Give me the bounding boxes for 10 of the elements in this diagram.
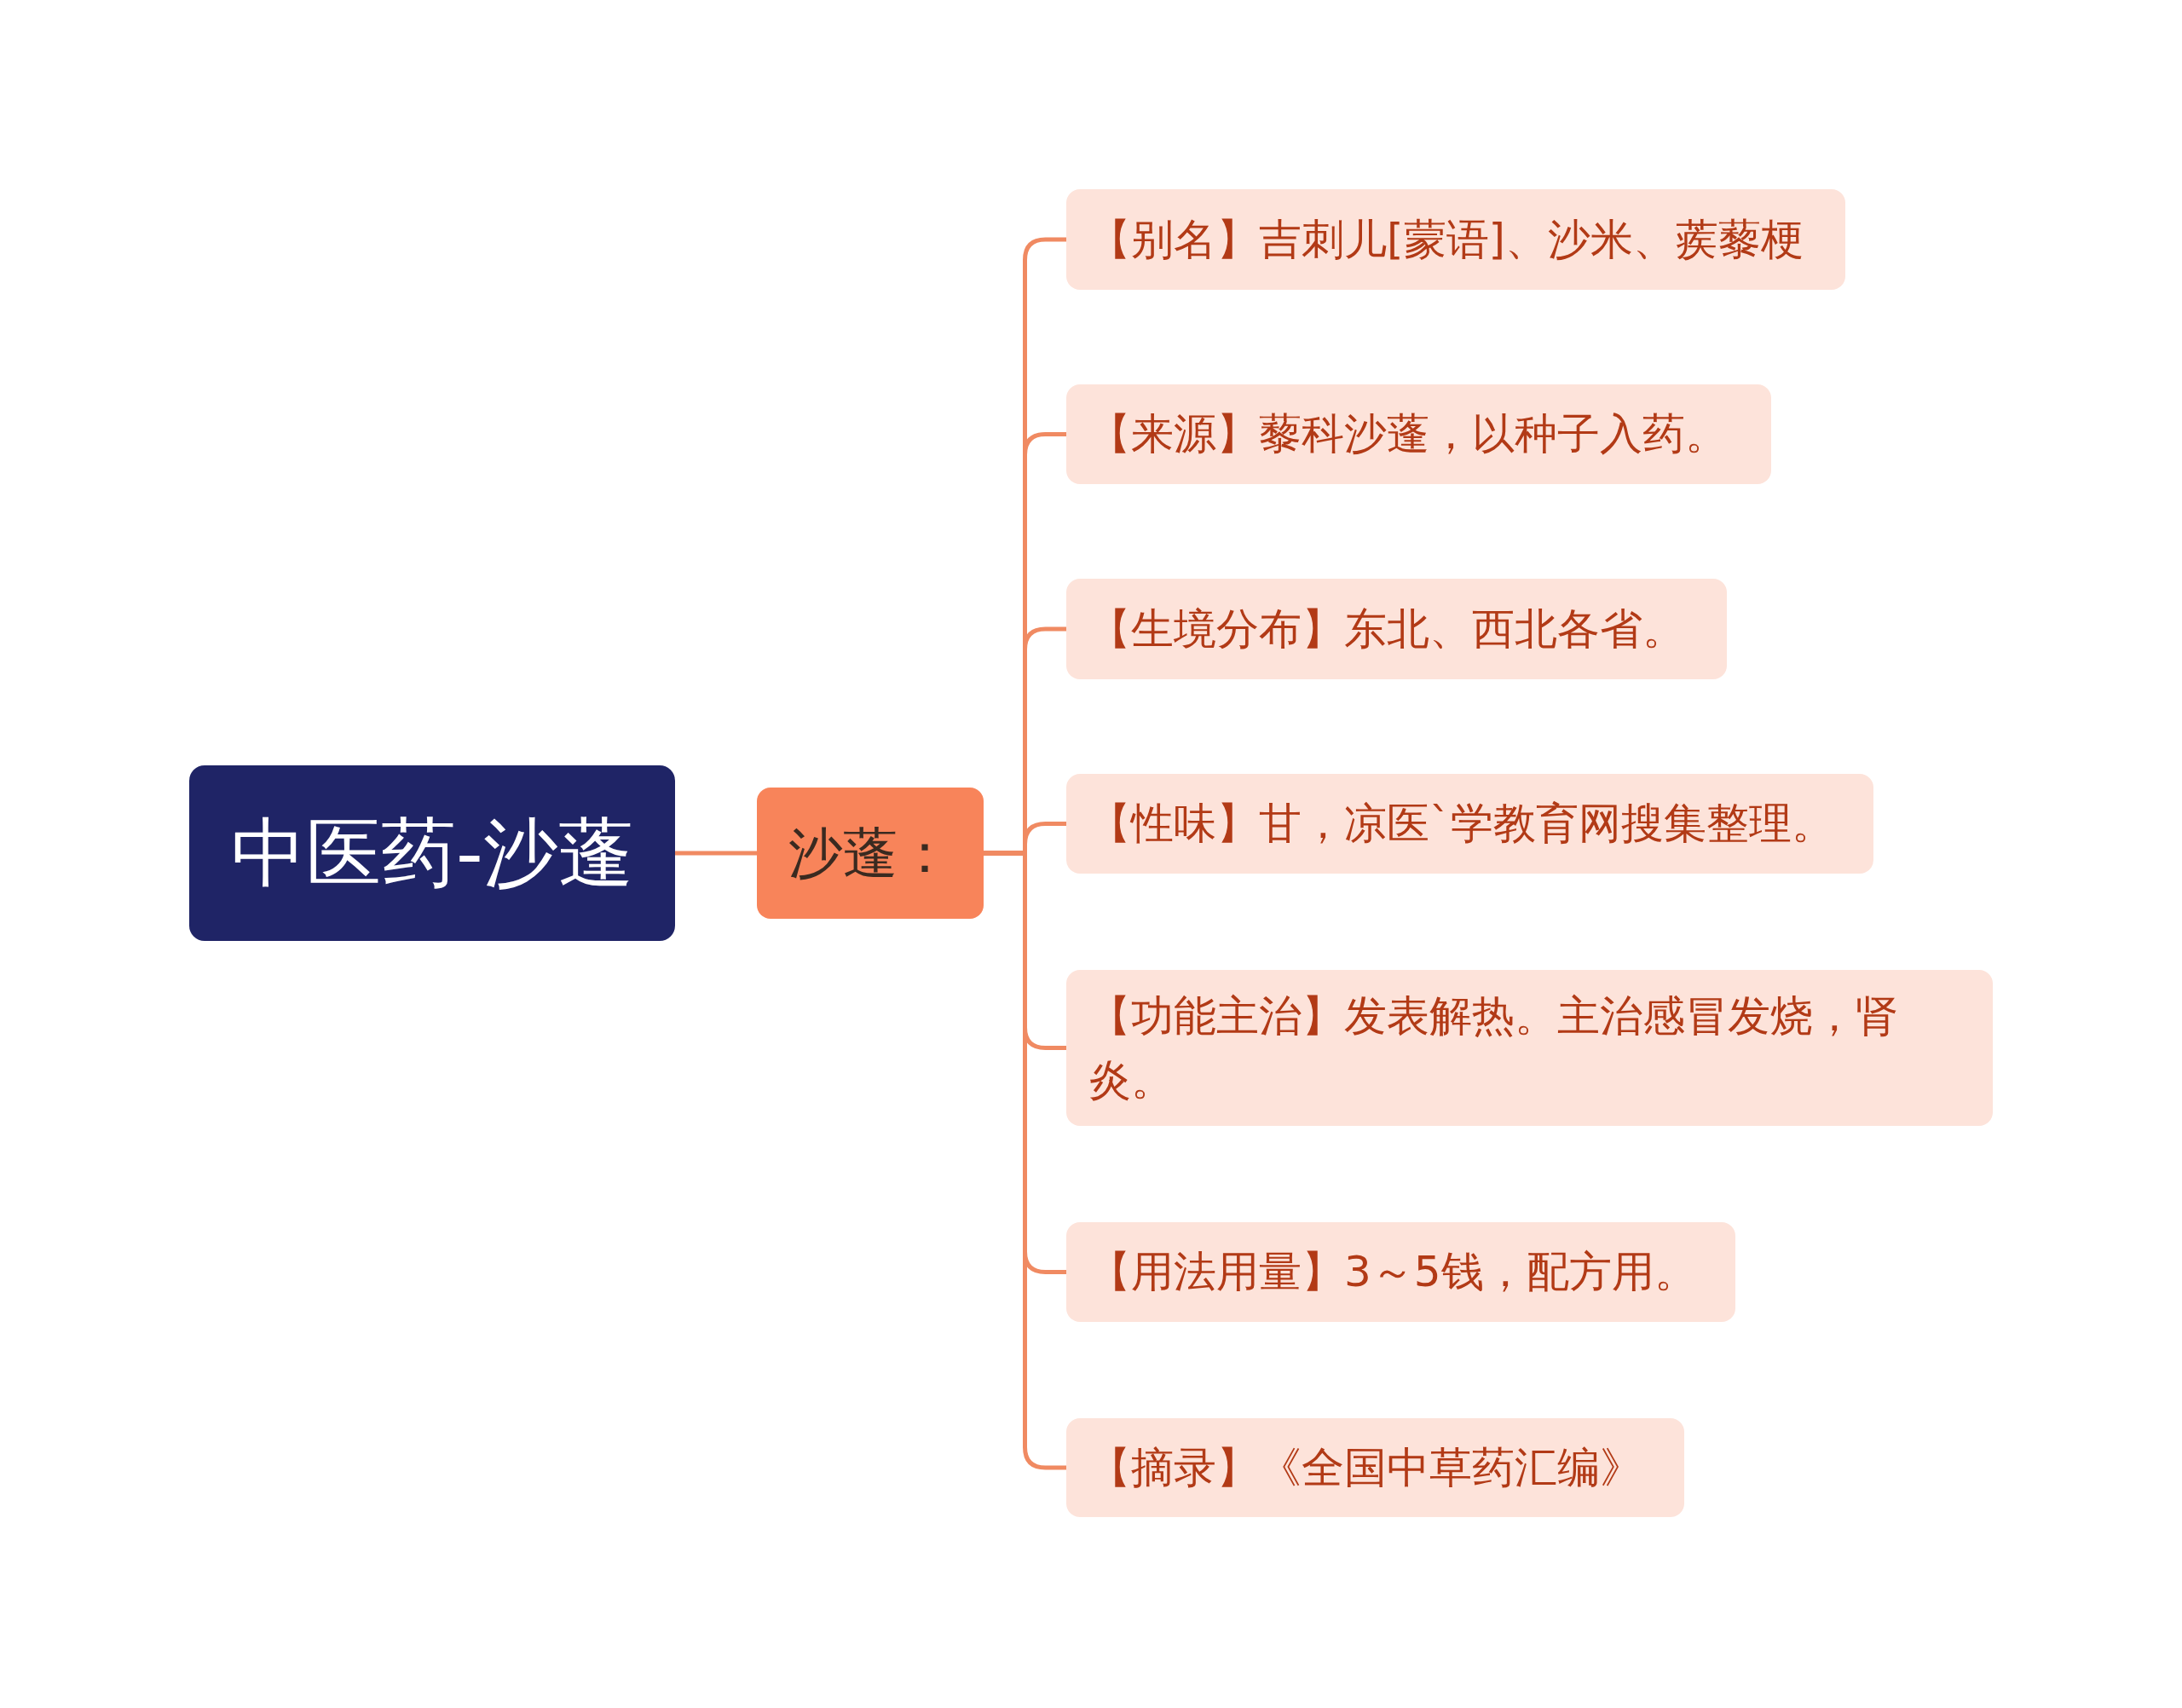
subtopic-box: 【来源】藜科沙蓬，以种子入药。 (1066, 384, 1771, 484)
subtopic-box: 【摘录】《全国中草药汇编》 (1066, 1418, 1684, 1517)
topic-box: 沙蓬： (757, 788, 984, 919)
connector-line (675, 851, 757, 856)
subtopic-box: 【功能主治】发表解热。主治感冒发烧，肾炎。 (1066, 970, 1993, 1126)
central-topic-box: 中医药-沙蓬 (189, 765, 675, 941)
subtopic-box: 【性味】甘，凉医`学教育网搜集整理。 (1066, 774, 1873, 874)
subtopic-box: 【别名】吉刺儿[蒙语]、沙米、蒺藜梗 (1066, 189, 1845, 290)
subtopic-box: 【生境分布】东北、西北各省。 (1066, 579, 1727, 679)
subtopic-box: 【用法用量】3～5钱，配方用。 (1066, 1222, 1735, 1322)
